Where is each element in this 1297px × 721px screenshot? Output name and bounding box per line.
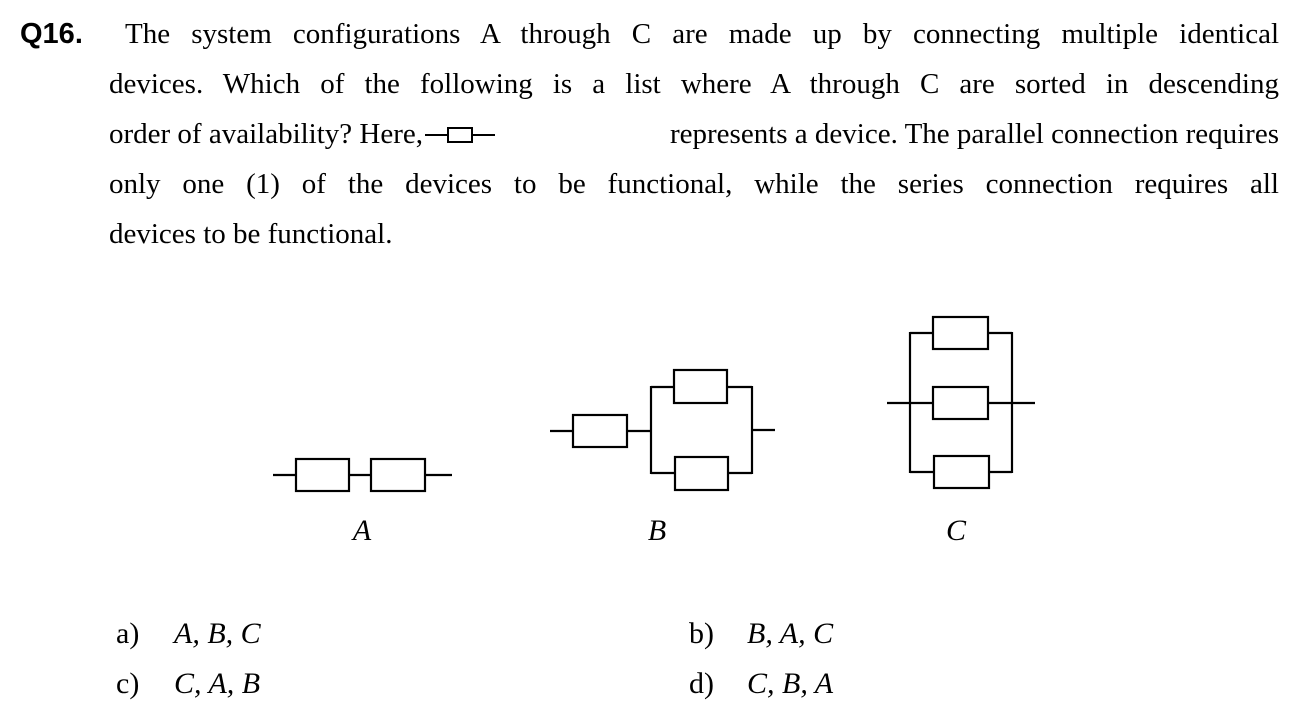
question-line-4: only one (1) of the devices to be functi… <box>109 168 1279 200</box>
option-a-value: A, B, C <box>174 617 261 650</box>
diagram-a-label: A <box>352 514 372 547</box>
diagram-b <box>550 368 775 492</box>
diagram-c-device-3 <box>932 454 991 490</box>
option-b-value: B, A, C <box>747 617 834 650</box>
question-line-3-text: order of availability? Here, <box>109 118 424 150</box>
option-c-key: c) <box>116 667 140 700</box>
diagram-c-device-2 <box>931 385 990 421</box>
question-number: Q16. <box>20 18 83 50</box>
diagram-b-series-device <box>571 413 629 449</box>
diagram-c <box>887 315 1035 490</box>
option-a-key: a) <box>116 617 140 650</box>
question-line-1: The system configurations A through C ar… <box>125 18 1279 50</box>
question-line-3: order of availability? Here, represents … <box>109 114 1279 154</box>
diagram-a-device-1 <box>294 457 351 493</box>
option-d-key: d) <box>689 667 714 700</box>
diagram-c-label: C <box>945 514 966 547</box>
diagram-a-device-2 <box>369 457 427 493</box>
diagram-c-device-1 <box>931 315 990 351</box>
diagram-b-parallel-device-1 <box>672 368 729 405</box>
diagram-b-parallel-device-2 <box>673 455 730 492</box>
option-a[interactable]: a) A, B, C <box>116 616 261 652</box>
question-line-3-part-2: represents a device. The parallel connec… <box>670 118 1279 150</box>
diagram-a <box>273 457 452 493</box>
device-symbol-icon <box>425 127 496 143</box>
diagram-b-label: B <box>647 514 667 547</box>
option-b-key: b) <box>689 617 714 650</box>
question-line-3-part-1: order of availability? Here, <box>109 114 501 154</box>
option-c-value: C, A, B <box>174 667 261 700</box>
option-b[interactable]: b) B, A, C <box>689 616 833 652</box>
option-d[interactable]: d) C, B, A <box>689 666 833 702</box>
option-d-value: C, B, A <box>747 667 834 700</box>
option-c[interactable]: c) C, A, B <box>116 666 260 702</box>
question-line-5: devices to be functional. <box>109 218 393 250</box>
question-line-2: devices. Which of the following is a lis… <box>109 68 1279 100</box>
